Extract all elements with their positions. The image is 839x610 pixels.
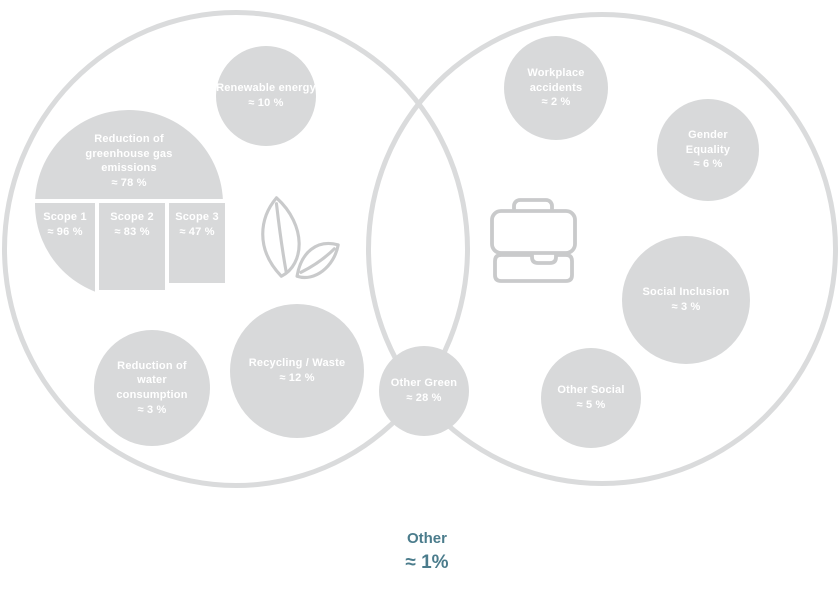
ghg-vertical-divider [165, 203, 169, 302]
bubble-value: ≈ 28 % [406, 392, 442, 404]
bubble-label-line: accidents [529, 81, 583, 94]
scope1-name: Scope 1 [43, 211, 87, 223]
bubble-value: ≈ 3 % [137, 403, 167, 416]
bubble-other-green: Other Green ≈ 28 % [379, 346, 469, 436]
scope3-name: Scope 3 [175, 211, 219, 223]
social-circle-outline [366, 12, 838, 486]
bubble-gender-equality: Gender Equality ≈ 6 % [657, 99, 759, 201]
bubble-label-line: Reduction of [117, 359, 187, 372]
bubble-other-social: Other Social ≈ 5 % [541, 348, 641, 448]
bubble-label: Reduction of water consumption ≈ 3 % [116, 359, 187, 417]
bubble-label-line: water [137, 374, 167, 387]
ghg-segment-mask [169, 283, 185, 293]
scope2-label: Scope 2 ≈ 83 % [99, 210, 165, 239]
bubble-label-line: Workplace [527, 67, 585, 80]
bubble-label-line: Other Social [557, 384, 625, 397]
bubble-label: Other Green ≈ 28 % [391, 376, 457, 405]
other-label: Other [406, 530, 447, 547]
ghg-vertical-divider [95, 203, 99, 302]
bubble-label-line: Social Inclusion [642, 286, 730, 299]
bubble-label-line: Equality [685, 143, 731, 156]
bubble-ghg-emissions: Reduction of greenhouse gas emissions ≈ … [35, 110, 227, 302]
ghg-title-line: greenhouse gas [85, 147, 173, 160]
bubble-value: ≈ 12 % [279, 372, 315, 384]
ghg-scope2-segment [99, 203, 165, 290]
bubble-label: Social Inclusion ≈ 3 % [643, 285, 730, 314]
bubble-value: ≈ 2 % [541, 96, 571, 109]
ghg-title: Reduction of greenhouse gas emissions ≈ … [44, 132, 214, 190]
ghg-horizontal-divider [35, 199, 225, 203]
bubble-label: Other Social ≈ 5 % [557, 383, 624, 412]
scope1-label: Scope 1 ≈ 96 % [36, 210, 94, 239]
briefcase-icon [490, 198, 577, 283]
ghg-title-line: emissions [101, 162, 157, 175]
bubble-social-inclusion: Social Inclusion ≈ 3 % [622, 236, 750, 364]
bubble-renewable-energy: Renewable energy ≈ 10 % [216, 46, 316, 146]
scope2-name: Scope 2 [110, 211, 154, 223]
scope2-value: ≈ 83 % [114, 225, 150, 238]
bubble-water-consumption: Reduction of water consumption ≈ 3 % [94, 330, 210, 446]
bubble-value: ≈ 6 % [693, 158, 723, 171]
bubble-label: Renewable energy ≈ 10 % [216, 81, 316, 110]
bubble-value: ≈ 5 % [576, 399, 606, 411]
scope1-value: ≈ 96 % [47, 225, 83, 238]
bubble-value: ≈ 3 % [671, 301, 701, 313]
ghg-segment-mask [99, 290, 165, 302]
other-category-caption: Other ≈ 1% [347, 528, 507, 576]
bubble-value: ≈ 10 % [248, 97, 284, 109]
ghg-title-line: Reduction of [94, 133, 164, 145]
bubble-recycling-waste: Recycling / Waste ≈ 12 % [230, 304, 364, 438]
bubble-label-line: Other Green [390, 377, 458, 390]
bubble-label-line: Gender [688, 129, 728, 142]
bubble-label-line: Renewable energy [216, 82, 316, 95]
bubble-label: Workplace accidents ≈ 2 % [527, 66, 584, 110]
scope3-value: ≈ 47 % [179, 225, 215, 238]
other-value: ≈ 1% [405, 552, 449, 573]
bubble-label: Recycling / Waste ≈ 12 % [249, 356, 346, 385]
bubble-label: Gender Equality ≈ 6 % [686, 128, 730, 172]
scope3-label: Scope 3 ≈ 47 % [169, 210, 225, 239]
ghg-value: ≈ 78 % [111, 176, 147, 189]
bubble-label-line: Recycling / Waste [248, 357, 346, 370]
leaf-icon [261, 196, 340, 279]
ghg-scope3-segment [169, 203, 225, 283]
bubble-workplace-accidents: Workplace accidents ≈ 2 % [504, 36, 608, 140]
bubble-label-line: consumption [116, 389, 188, 401]
